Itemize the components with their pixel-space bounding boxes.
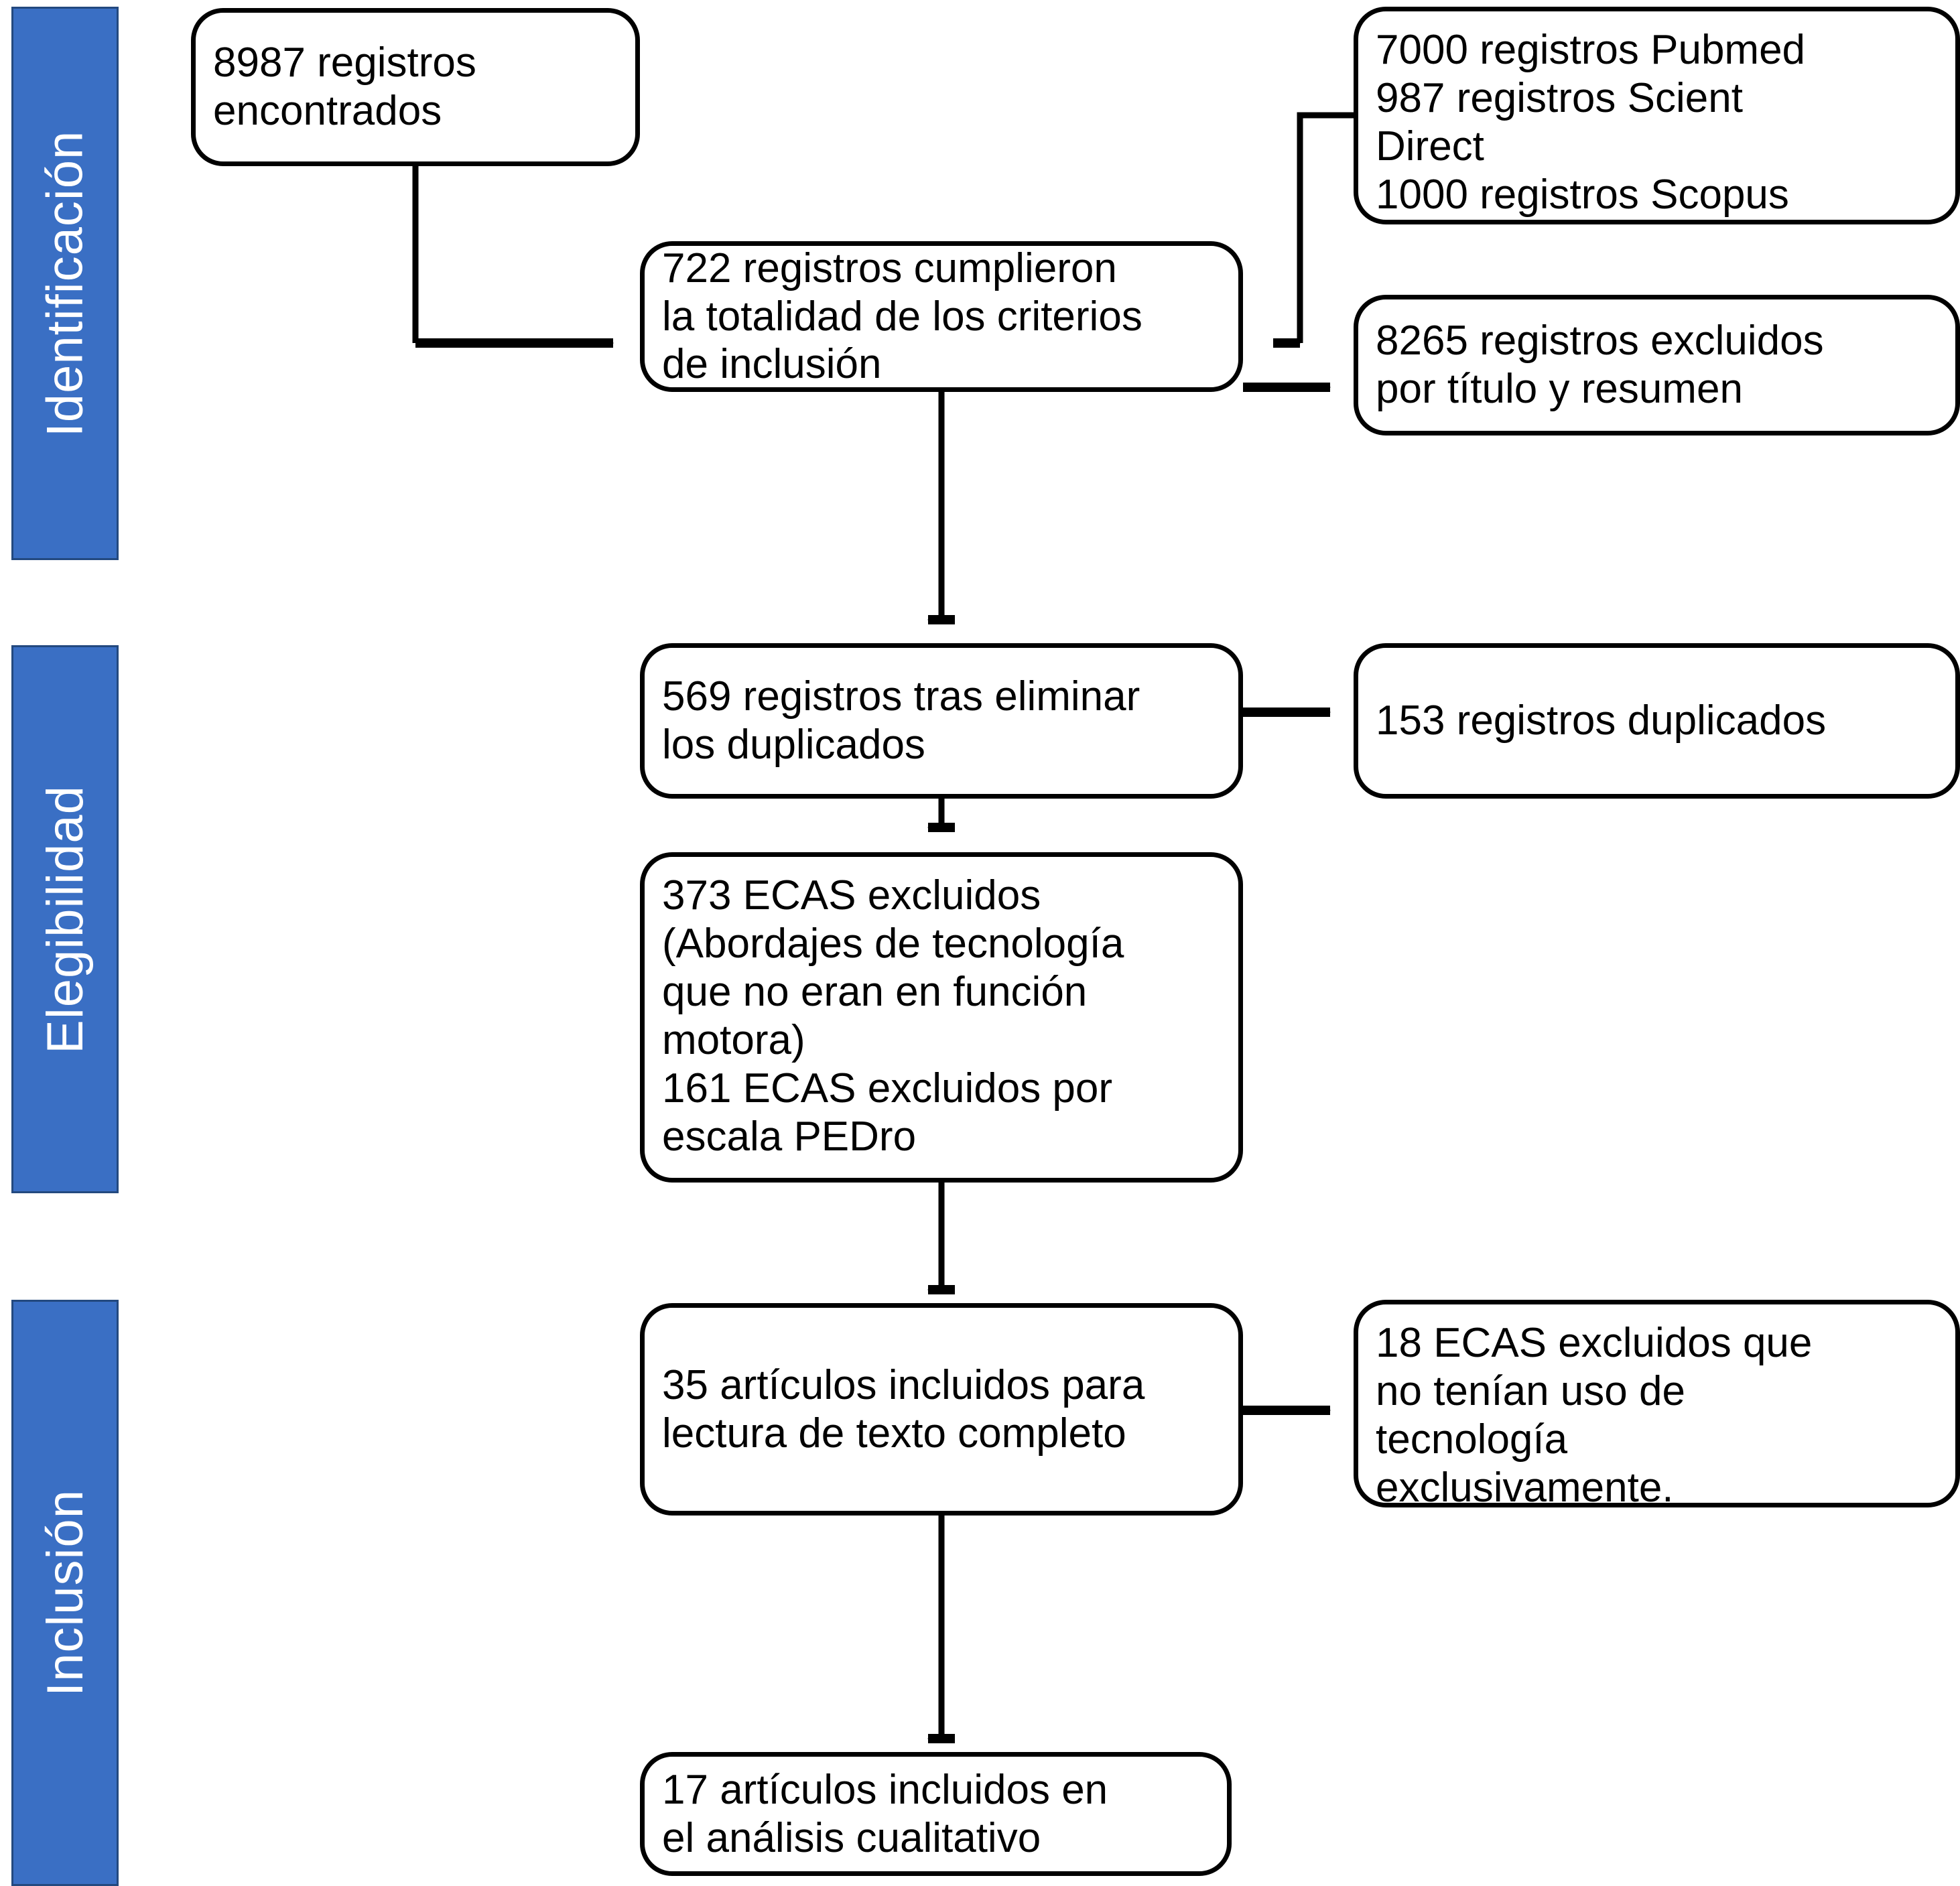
stage-bar-inclusion: Inclusión [11,1300,119,1886]
node-excluded-title-abstract-text: 8265 registros excluidos por título y re… [1376,318,1824,412]
node-fulltext-included: 35 artículos incluidos para lectura de t… [640,1303,1243,1515]
node-no-tech-excluded-text: 18 ECAS excluidos que no tenían uso de t… [1376,1320,1813,1511]
node-criteria-met: 722 registros cumplieron la totalidad de… [640,241,1243,392]
node-criteria-met-text: 722 registros cumplieron la totalidad de… [662,245,1142,388]
node-qualitative-included-text: 17 artículos incluidos en el análisis cu… [662,1766,1108,1861]
stage-label-elegibilidad: Elegibilidad [36,785,94,1054]
node-duplicates: 153 registros duplicados [1354,643,1960,799]
node-duplicates-text: 153 registros duplicados [1376,697,1827,744]
node-ecas-excluded-text: 373 ECAS excluidos (Abordajes de tecnolo… [662,872,1124,1160]
node-qualitative-included: 17 artículos incluidos en el análisis cu… [640,1752,1232,1876]
node-sources: 7000 registros Pubmed 987 registros Scie… [1354,7,1960,224]
stage-label-identificacion: Identificación [36,130,94,437]
edge-sources-elbow [1297,112,1354,343]
node-sources-text: 7000 registros Pubmed 987 registros Scie… [1376,27,1806,218]
node-no-tech-excluded: 18 ECAS excluidos que no tenían uso de t… [1354,1300,1960,1511]
stage-bar-identificacion: Identificación [11,7,119,560]
node-excluded-title-abstract: 8265 registros excluidos por título y re… [1354,295,1960,435]
stage-bar-elegibilidad: Elegibilidad [11,645,119,1193]
node-records-found-text: 8987 registros encontrados [213,40,476,134]
node-records-found: 8987 registros encontrados [191,8,640,166]
stage-label-inclusion: Inclusión [36,1489,94,1696]
node-fulltext-included-text: 35 artículos incluidos para lectura de t… [662,1361,1145,1457]
node-after-duplicates: 569 registros tras eliminar los duplicad… [640,643,1243,799]
node-after-duplicates-text: 569 registros tras eliminar los duplicad… [662,673,1140,768]
node-ecas-excluded: 373 ECAS excluidos (Abordajes de tecnolo… [640,852,1243,1183]
